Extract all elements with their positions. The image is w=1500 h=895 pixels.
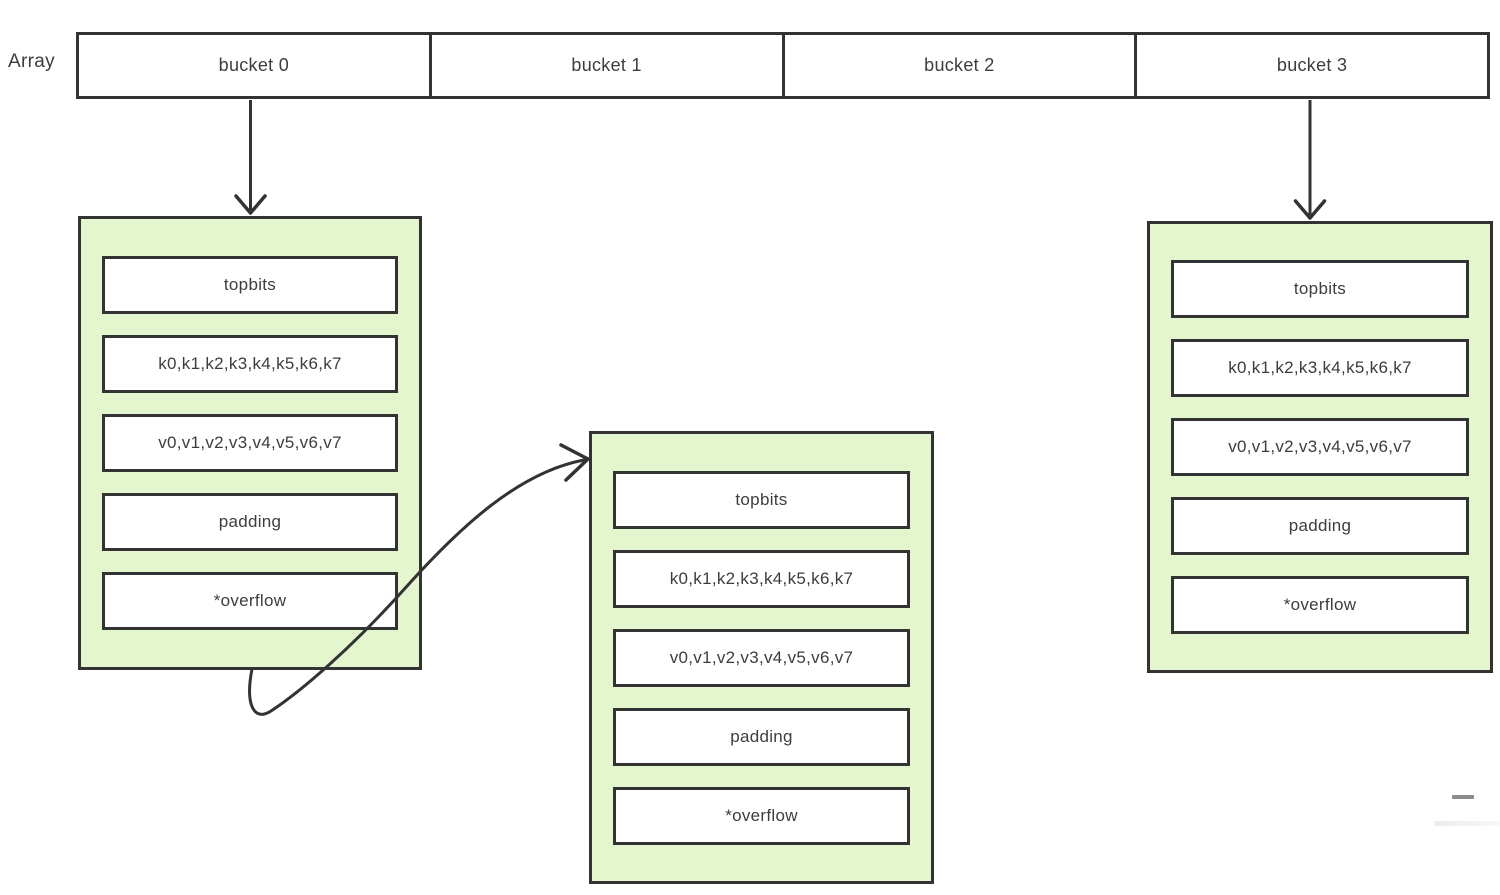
values-row: v0,v1,v2,v3,v4,v5,v6,v7 <box>613 628 910 687</box>
bucket-cell-3: bucket 3 <box>1134 35 1487 96</box>
padding-row: padding <box>1171 497 1469 555</box>
values-row: v0,v1,v2,v3,v4,v5,v6,v7 <box>102 414 398 472</box>
bucket0-detail-box: topbits k0,k1,k2,k3,k4,k5,k6,k7 v0,v1,v2… <box>78 216 422 670</box>
bucket-cell-2: bucket 2 <box>781 35 1135 96</box>
faint-divider <box>1434 821 1500 826</box>
bucket3-detail-box: topbits k0,k1,k2,k3,k4,k5,k6,k7 v0,v1,v2… <box>1147 221 1493 673</box>
values-row: v0,v1,v2,v3,v4,v5,v6,v7 <box>1171 418 1469 476</box>
bucket-array: bucket 0 bucket 1 bucket 2 bucket 3 <box>76 32 1490 99</box>
keys-row: k0,k1,k2,k3,k4,k5,k6,k7 <box>1171 339 1469 397</box>
bucket-cell-1: bucket 1 <box>428 35 782 96</box>
overflow-bucket-detail-box: topbits k0,k1,k2,k3,k4,k5,k6,k7 v0,v1,v2… <box>589 431 934 884</box>
topbits-row: topbits <box>102 256 398 314</box>
keys-row: k0,k1,k2,k3,k4,k5,k6,k7 <box>613 549 910 608</box>
padding-row: padding <box>613 707 910 766</box>
overflow-pointer-row: *overflow <box>102 572 398 630</box>
bucket3-down-arrow-icon <box>1293 100 1327 220</box>
topbits-row: topbits <box>1171 260 1469 318</box>
topbits-row: topbits <box>613 470 910 529</box>
dash-mark <box>1452 795 1474 799</box>
array-label: Array <box>8 51 55 72</box>
bucket0-down-arrow-icon <box>234 100 267 215</box>
keys-row: k0,k1,k2,k3,k4,k5,k6,k7 <box>102 335 398 393</box>
bucket-cell-0: bucket 0 <box>218 55 290 75</box>
overflow-pointer-row: *overflow <box>613 786 910 845</box>
padding-row: padding <box>102 493 398 551</box>
overflow-pointer-row: *overflow <box>1171 576 1469 634</box>
